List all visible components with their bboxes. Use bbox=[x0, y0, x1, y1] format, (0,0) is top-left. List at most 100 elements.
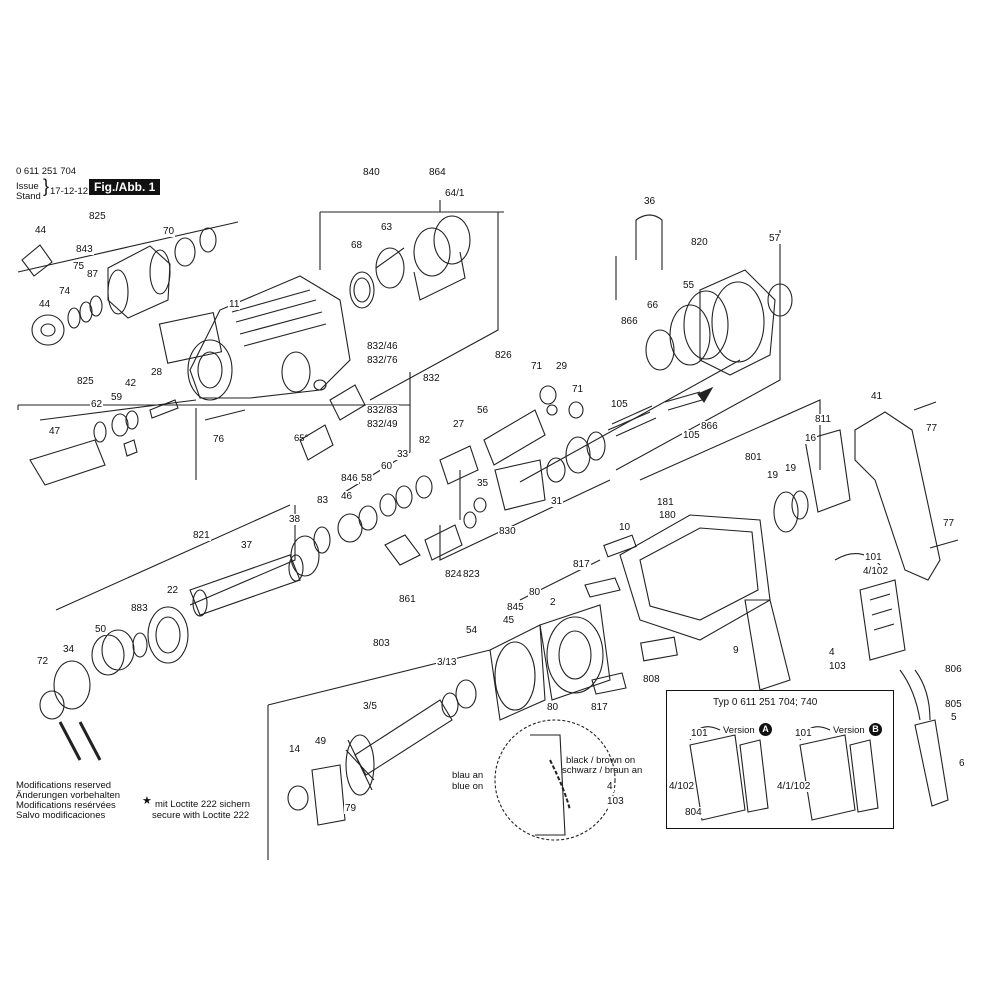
part-label: 2 bbox=[549, 597, 557, 608]
part-label: 840 bbox=[362, 167, 381, 178]
part-label: 72 bbox=[36, 656, 50, 667]
part-label: 105 bbox=[682, 430, 701, 441]
part-label: 66 bbox=[646, 300, 660, 311]
part-label: 864 bbox=[428, 167, 447, 178]
part-label: 58 bbox=[360, 473, 374, 484]
part-label: 82 bbox=[418, 435, 432, 446]
part-label: 75 bbox=[72, 261, 86, 272]
part-label: 31 bbox=[550, 496, 564, 507]
part-label: 832/76 bbox=[366, 355, 399, 366]
part-label: 55 bbox=[682, 280, 696, 291]
part-label: 101 bbox=[690, 728, 709, 739]
modifications-en: Modifications reserved bbox=[16, 780, 112, 791]
part-label: 80 bbox=[546, 702, 560, 713]
part-label: 77 bbox=[942, 518, 956, 529]
part-label: 29 bbox=[555, 361, 569, 372]
motor-housing-180 bbox=[619, 514, 771, 641]
part-label: 49 bbox=[314, 736, 328, 747]
issue-label: Issue bbox=[16, 181, 39, 192]
part-label: 808 bbox=[642, 674, 661, 685]
part-label: 804 bbox=[684, 807, 703, 818]
cable-sleeve-6 bbox=[914, 719, 949, 807]
variant-title: Typ 0 611 251 704; 740 bbox=[713, 697, 818, 708]
part-label: 47 bbox=[48, 426, 62, 437]
handle-41 bbox=[854, 411, 941, 581]
part-label: 105 bbox=[610, 399, 629, 410]
part-label: 59 bbox=[110, 392, 124, 403]
part-label: 181 bbox=[656, 497, 675, 508]
issue-date: 17-12-12 bbox=[50, 186, 89, 197]
part-label: 62 bbox=[90, 399, 104, 410]
tube-56 bbox=[483, 409, 546, 466]
part-label: 4/102 bbox=[668, 781, 696, 792]
part-label: 4/102 bbox=[862, 566, 890, 577]
part-label: 801 bbox=[744, 452, 763, 463]
angle-label: 65° bbox=[294, 433, 309, 444]
part-label: 42 bbox=[124, 378, 138, 389]
part-label: 845 bbox=[506, 602, 525, 613]
chuck-sleeve-843 bbox=[107, 245, 171, 319]
part-label: 70 bbox=[162, 226, 176, 237]
modifications-es: Salvo modificaciones bbox=[16, 810, 106, 821]
part-label: 843 bbox=[75, 244, 94, 255]
clip-36 bbox=[635, 214, 663, 270]
part-label: 11 bbox=[228, 299, 241, 310]
part-label: 56 bbox=[476, 405, 490, 416]
part-label: 71 bbox=[571, 384, 585, 395]
nose-cap-44 bbox=[31, 314, 65, 346]
part-label: 825 bbox=[76, 376, 95, 387]
loctite-star: ★ bbox=[142, 795, 152, 807]
part-label: 10 bbox=[618, 522, 632, 533]
part-label: 3/13 bbox=[436, 657, 458, 668]
doc-number: 0 611 251 704 bbox=[16, 166, 77, 177]
part-label: 50 bbox=[94, 624, 108, 635]
part-label: 5 bbox=[950, 712, 958, 723]
part-label: 74 bbox=[58, 286, 72, 297]
part-label: 46 bbox=[340, 491, 354, 502]
part-label: 805 bbox=[944, 699, 963, 710]
part-label: 33 bbox=[396, 449, 410, 460]
part-label: 103 bbox=[828, 661, 847, 672]
part-label: 832/83 bbox=[366, 405, 399, 416]
part-label: 16 bbox=[804, 433, 818, 444]
part-label: 883 bbox=[130, 603, 149, 614]
clip-44 bbox=[21, 244, 53, 277]
part-label: 44 bbox=[34, 225, 48, 236]
part-label: 60 bbox=[380, 461, 394, 472]
gear-22 bbox=[147, 606, 189, 664]
part-label: 832/49 bbox=[366, 419, 399, 430]
loctite-en: secure with Loctite 222 bbox=[152, 810, 250, 821]
part-label: 866 bbox=[620, 316, 639, 327]
figure-badge: Fig./Abb. 1 bbox=[89, 179, 161, 195]
part-label: 9 bbox=[732, 645, 740, 656]
spindle-47 bbox=[29, 439, 106, 486]
part-label: 80 bbox=[528, 587, 542, 598]
part-label: 28 bbox=[150, 367, 164, 378]
part-label: 71 bbox=[530, 361, 544, 372]
stator-2 bbox=[539, 604, 611, 701]
part-label: 824 bbox=[444, 569, 463, 580]
brace: } bbox=[43, 176, 50, 196]
wiring-black-brown-de: schwarz / braun an bbox=[562, 765, 643, 776]
brush-holder-801 bbox=[804, 429, 851, 513]
part-label: 823 bbox=[462, 569, 481, 580]
part-label: 45 bbox=[502, 615, 516, 626]
part-label: 830 bbox=[498, 526, 517, 537]
part-label: 64/1 bbox=[444, 188, 466, 199]
part-label: 4 bbox=[606, 781, 614, 792]
part-label: 63 bbox=[380, 222, 394, 233]
part-label: 821 bbox=[192, 530, 211, 541]
part-label: 76 bbox=[212, 434, 226, 445]
part-label: 103 bbox=[606, 796, 625, 807]
variant-inset-box: Typ 0 611 251 704; 740 Version A Version… bbox=[666, 690, 894, 829]
wiring-blue-en: blue on bbox=[452, 781, 484, 792]
part-label: 4/1/102 bbox=[776, 781, 812, 792]
part-label: 68 bbox=[350, 240, 364, 251]
part-label: 83 bbox=[316, 495, 330, 506]
part-label: 866 bbox=[700, 421, 719, 432]
part-label: 861 bbox=[398, 594, 417, 605]
gear-housing-820 bbox=[699, 269, 776, 376]
part-label: 6 bbox=[958, 758, 966, 769]
